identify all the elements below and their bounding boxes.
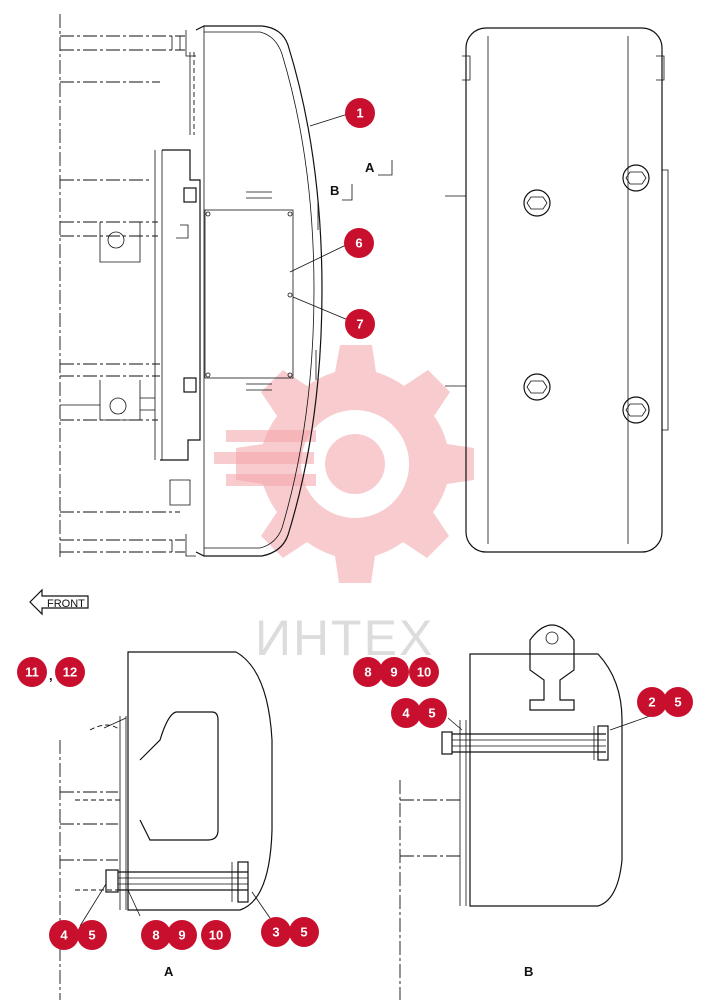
callout-5: 5 <box>289 917 319 947</box>
callout-5: 5 <box>663 687 693 717</box>
bolt-head-icon <box>622 164 650 192</box>
front-label: FRONT <box>47 598 85 610</box>
watermark-gear-logo <box>214 345 474 583</box>
svg-text:10: 10 <box>417 665 431 680</box>
callout-3: 3 <box>261 917 291 947</box>
bolt-head-icon <box>523 189 551 217</box>
svg-text:9: 9 <box>390 665 397 680</box>
svg-text:6: 6 <box>355 236 362 251</box>
svg-text:2: 2 <box>648 695 655 710</box>
section-mark-a: A <box>365 160 375 175</box>
callout-8: 8 <box>141 920 171 950</box>
section-a-view <box>59 651 273 1000</box>
side-view <box>59 14 393 560</box>
rear-view <box>445 27 669 553</box>
callout-11: 11 <box>17 657 47 687</box>
callout-7: 7 <box>345 309 375 339</box>
svg-text:7: 7 <box>356 317 363 332</box>
callout-6: 6 <box>344 228 374 258</box>
view-title-a: A <box>164 964 174 979</box>
svg-text:5: 5 <box>428 706 435 721</box>
svg-text:1: 1 <box>356 106 363 121</box>
svg-text:9: 9 <box>178 928 185 943</box>
callout-9: 9 <box>167 920 197 950</box>
callout-12: 12 <box>55 657 85 687</box>
callout-8: 8 <box>353 657 383 687</box>
bolt-head-icon <box>523 373 551 401</box>
callout-1: 1 <box>345 98 375 128</box>
svg-text:4: 4 <box>402 706 410 721</box>
front-arrow-icon <box>29 588 89 616</box>
callout-5: 5 <box>77 920 107 950</box>
svg-text:5: 5 <box>88 928 95 943</box>
svg-text:12: 12 <box>63 665 77 680</box>
svg-text:8: 8 <box>364 665 371 680</box>
callout-9: 9 <box>379 657 409 687</box>
svg-text:3: 3 <box>272 925 279 940</box>
callout-4: 4 <box>49 920 79 950</box>
svg-text:4: 4 <box>60 928 68 943</box>
section-mark-b: B <box>330 183 339 198</box>
view-title-b: B <box>524 964 533 979</box>
callout-10: 10 <box>409 657 439 687</box>
callout-separator: , <box>49 668 53 683</box>
callout-10: 10 <box>201 920 231 950</box>
svg-text:5: 5 <box>674 695 681 710</box>
section-b-view <box>399 624 623 1000</box>
svg-text:11: 11 <box>25 665 39 680</box>
svg-text:8: 8 <box>152 928 159 943</box>
callout-2: 2 <box>637 687 667 717</box>
bolt-head-icon <box>622 396 650 424</box>
watermark-text: ИНТЕХ <box>255 610 434 666</box>
svg-text:5: 5 <box>300 925 307 940</box>
callout-5: 5 <box>417 698 447 728</box>
svg-text:10: 10 <box>209 928 223 943</box>
callout-4: 4 <box>391 698 421 728</box>
